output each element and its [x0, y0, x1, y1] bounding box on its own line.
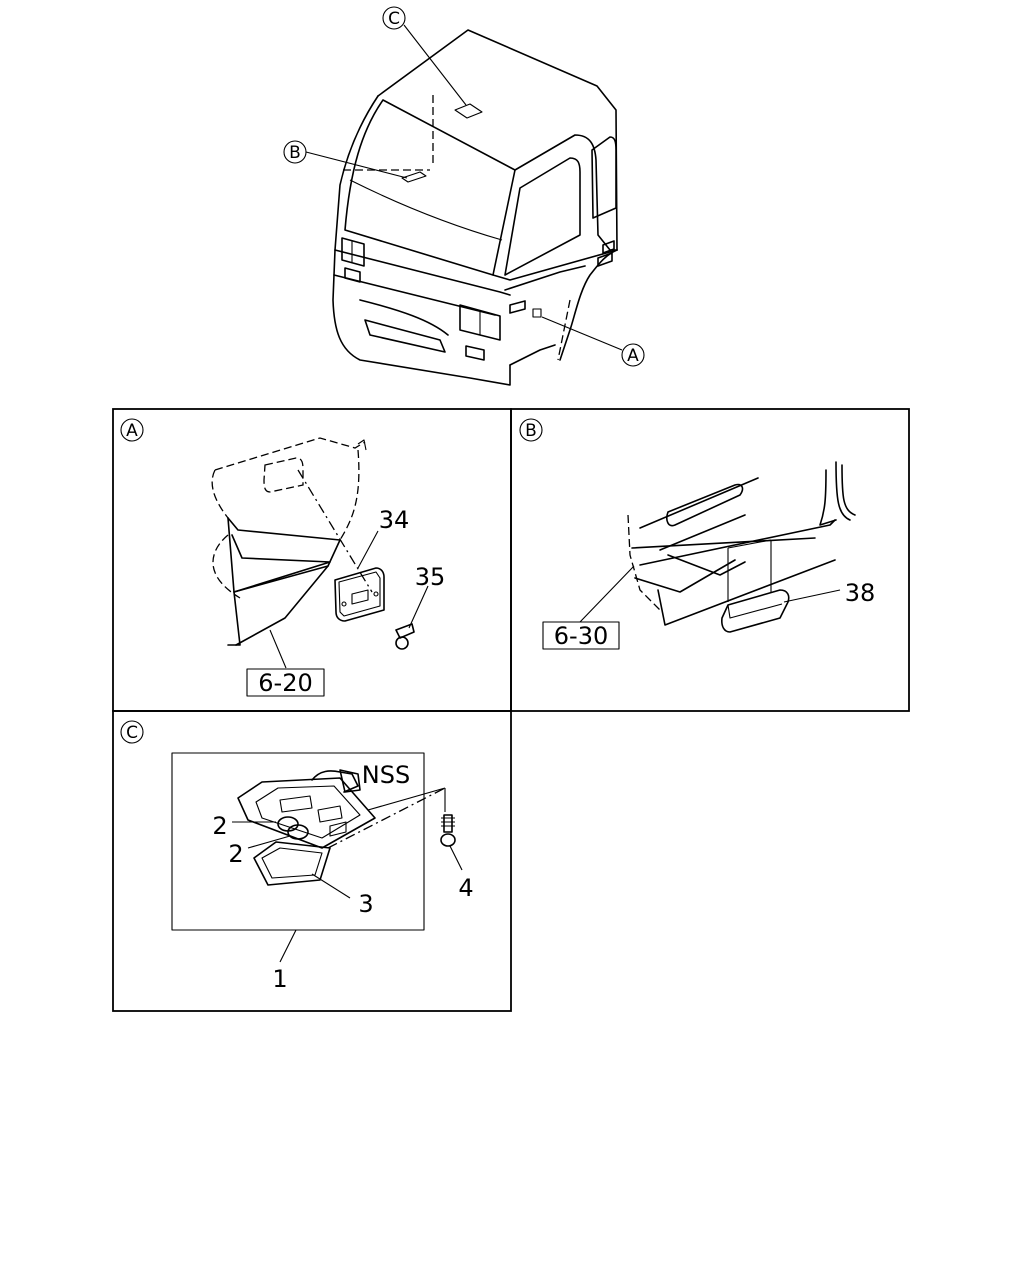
panel-b-tag: B — [519, 418, 543, 442]
panel-b-step-illustration — [627, 461, 856, 626]
ref-6-20-leader — [269, 629, 287, 669]
panel-c-frame — [112, 710, 512, 1012]
part-35-label: 35 — [415, 563, 446, 591]
panel-a-bracket-illustration — [211, 437, 373, 646]
panel-a-frame — [112, 408, 512, 712]
part-3-lens — [253, 841, 351, 899]
part-2-label-a: 2 — [212, 812, 227, 840]
assembly-box — [171, 752, 425, 931]
part-4-screw — [440, 814, 463, 871]
part-4-label: 4 — [458, 874, 473, 902]
panel-c-tag: C — [120, 720, 144, 744]
callout-b: B — [283, 140, 307, 164]
part-34-label: 34 — [379, 506, 410, 534]
callout-c: C — [382, 6, 406, 30]
panel-b-frame — [510, 408, 910, 712]
part-2-bulbs — [232, 816, 309, 849]
svg-text:B: B — [525, 421, 537, 441]
part-38-label: 38 — [845, 579, 876, 607]
svg-text:6-30: 6-30 — [554, 622, 608, 650]
panel-a-tag: A — [120, 418, 144, 442]
part-34-cover-plate — [334, 530, 385, 622]
room-lamp-assembly — [237, 769, 446, 849]
svg-text:C: C — [388, 9, 400, 29]
svg-text:B: B — [289, 143, 301, 163]
truck-cab-illustration — [305, 24, 623, 386]
part-35-screw — [395, 585, 429, 650]
nss-label: NSS — [362, 761, 410, 789]
part-3-label: 3 — [358, 890, 373, 918]
svg-text:A: A — [126, 421, 138, 441]
part-1-label: 1 — [272, 965, 287, 993]
ref-box-6-20: 6-20 — [246, 668, 325, 697]
ref-box-6-30: 6-30 — [542, 621, 620, 650]
ref-6-30-leader — [579, 565, 635, 623]
svg-text:A: A — [627, 346, 639, 366]
callout-a: A — [621, 343, 645, 367]
part-38-lamp — [721, 589, 841, 633]
part-2-label-b: 2 — [228, 840, 243, 868]
svg-text:C: C — [126, 723, 138, 743]
part-1-leader — [279, 929, 297, 963]
svg-text:6-20: 6-20 — [258, 669, 312, 697]
